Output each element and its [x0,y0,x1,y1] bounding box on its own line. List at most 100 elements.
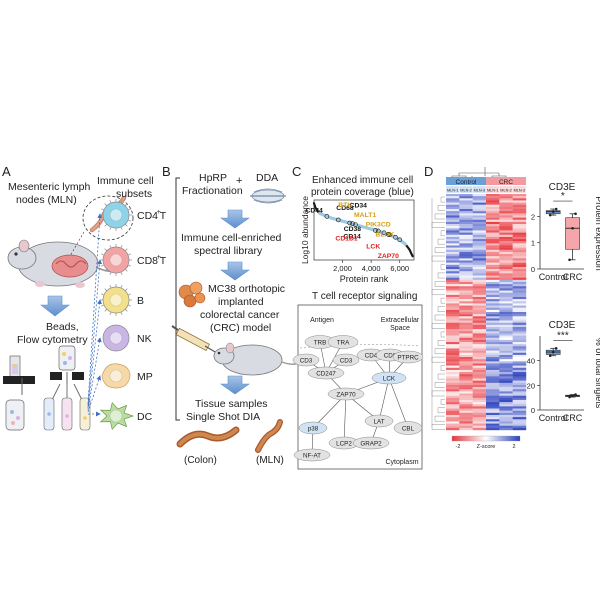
heatmap-cell [486,309,500,313]
heatmap-cell [499,243,513,246]
heatmap-cell [499,408,513,411]
highlight-marker [397,237,403,243]
heatmap-cell [446,402,460,405]
heatmap-cell [472,301,487,304]
heatmap-cell [446,414,460,418]
heatmap-cell [459,232,473,235]
heatmap-cell [499,322,513,326]
heatmap-cell [486,204,500,208]
heatmap-cell [459,423,473,426]
heatmap-cell [499,239,513,242]
heatmap-cell [512,217,527,220]
heatmap-cell [459,348,473,351]
heatmap-cell [446,266,460,270]
pathway-node [293,448,331,462]
heatmap-cell [472,344,487,347]
zscore-colorbar [451,435,521,442]
heatmap-cell [446,342,460,345]
heatmap-cell [512,286,527,289]
heatmap-cell [446,249,460,253]
heatmap-cell [486,249,500,253]
heatmap-cell [459,337,473,341]
protein-annotation: BLNK [375,231,394,238]
heatmap-cell [486,410,500,414]
heatmap-cell [512,402,527,405]
heatmap-cell [446,294,460,298]
data-point [318,211,322,215]
panel-a-letter: A [2,164,11,179]
heatmap-cell [472,348,487,351]
heatmap-cell [499,423,513,426]
plus-sign: + [236,175,242,187]
heatmap-cell [486,228,500,231]
control-header: Control [456,179,478,186]
heatmap-cell [486,393,500,396]
heatmap-cell [472,279,487,283]
highlight-marker [373,228,378,233]
heatmap-cell [512,314,527,317]
heatmap-cell [486,221,500,225]
heatmap-cell [486,421,500,424]
heatmap-cell [459,256,473,259]
heatmap-cell [486,266,500,270]
heatmap-cell [472,292,487,296]
model-line4: (CRC) model [210,322,271,334]
heatmap-cell [446,286,460,289]
heatmap-cell [486,219,500,223]
heatmap-cell [459,367,473,371]
heatmap-cell [459,397,473,401]
heatmap-cell [446,382,460,386]
heatmap-cell [486,357,500,360]
heatmap-cell [512,262,527,265]
heatmap-cell [459,333,473,336]
heatmap-cell [446,221,460,225]
heatmap-cell [486,196,500,199]
heatmap-cell [512,266,527,270]
heatmap-cell [459,410,473,414]
heatmap-cell [499,301,513,304]
heatmap-cell [512,395,527,399]
heatmap-cell [486,402,500,405]
heatmap-cell [499,382,513,386]
cell-label: NK [137,333,152,345]
heatmap-cell [459,412,473,416]
box-data-point [568,258,571,262]
heatmap-cell [486,352,500,356]
heatmap-cell [459,324,473,328]
highlight-marker [335,217,341,223]
heatmap-cell [512,384,527,388]
heatmap-cell [472,329,487,332]
heatmap-cell [499,262,513,265]
colon-tissue-icon [176,426,240,448]
heatmap-cell [486,427,500,431]
heatmap-cell [446,365,460,368]
heatmap-cell [446,299,460,302]
heatmap-cell [459,198,473,201]
hprp-line1: HpRP [199,172,227,184]
heatmap-cell [499,404,513,407]
heatmap-cell [446,354,460,358]
heatmap-cell [486,406,500,409]
heatmap-cell [446,200,460,203]
heatmap-cell [512,219,527,223]
heatmap-cell [512,196,527,199]
heatmap-cell [486,290,500,293]
data-point [410,252,413,254]
heatmap-cell [459,200,473,203]
heatmap-cell [512,327,527,330]
heatmap-cell [486,320,500,323]
heatmap-cell [499,288,513,291]
heatmap-cell [459,350,473,353]
heatmap-cell [472,254,487,257]
heatmap-cell [486,382,500,386]
data-point [364,226,367,229]
heatmap-cell [512,423,527,426]
column-label: MLN-2 [460,189,471,193]
heatmap-cell [499,419,513,422]
heatmap-cell [512,243,527,246]
heatmap-cell [446,254,460,257]
heatmap-cell [499,331,513,334]
heatmap-cell [446,232,460,235]
heatmap-cell [459,228,473,231]
heatmap-cell [459,352,473,356]
